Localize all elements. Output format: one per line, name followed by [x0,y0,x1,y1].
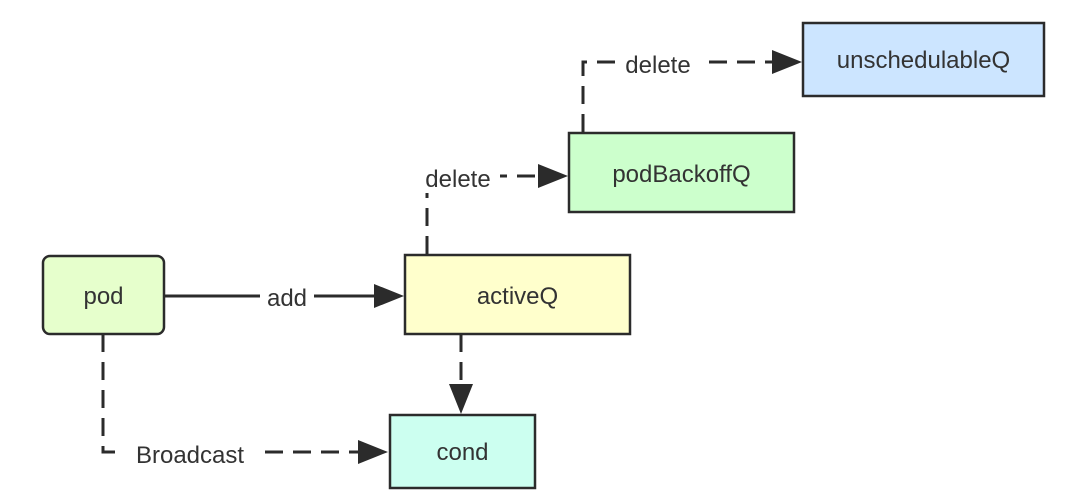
edge-delete-to-unschedulable: delete [581,47,802,132]
edge-broadcast-label: Broadcast [136,442,244,469]
node-activeq-box [403,253,632,336]
node-pod: pod [41,254,166,336]
node-pod-label: pod [83,283,123,310]
edge-add-arrowhead [374,284,404,308]
node-unschedulableq-label: unschedulableQ [837,47,1010,74]
node-podbackoffq-box [567,131,796,214]
edge-add: add [164,280,404,312]
edge-delete-to-backoff: delete [416,161,568,254]
node-cond: cond [388,413,537,490]
edge-delete-to-unschedulable-line [581,60,774,132]
edge-delete-to-backoff-line [425,174,540,254]
edge-activeq-to-cond-arrowhead [449,384,473,414]
node-unschedulableq-box [801,21,1046,98]
edge-delete-to-unschedulable-arrowhead [772,50,802,74]
edge-add-label: add [267,285,307,312]
edge-activeq-to-cond [449,334,473,414]
node-cond-box [388,413,537,490]
node-podbackoffq: podBackoffQ [567,131,796,214]
node-activeq: activeQ [403,253,632,336]
edge-delete-to-backoff-arrowhead [538,164,568,188]
edge-broadcast-line [101,334,360,454]
node-podbackoffq-label: podBackoffQ [612,161,750,188]
edge-broadcast: Broadcast [101,334,388,469]
node-activeq-label: activeQ [477,283,558,310]
edge-delete-to-backoff-label: delete [425,166,490,193]
node-unschedulableq: unschedulableQ [801,21,1046,98]
node-cond-label: cond [436,439,488,466]
edge-delete-to-unschedulable-label: delete [625,52,690,79]
edge-broadcast-arrowhead [358,440,388,464]
node-pod-box [41,254,166,336]
